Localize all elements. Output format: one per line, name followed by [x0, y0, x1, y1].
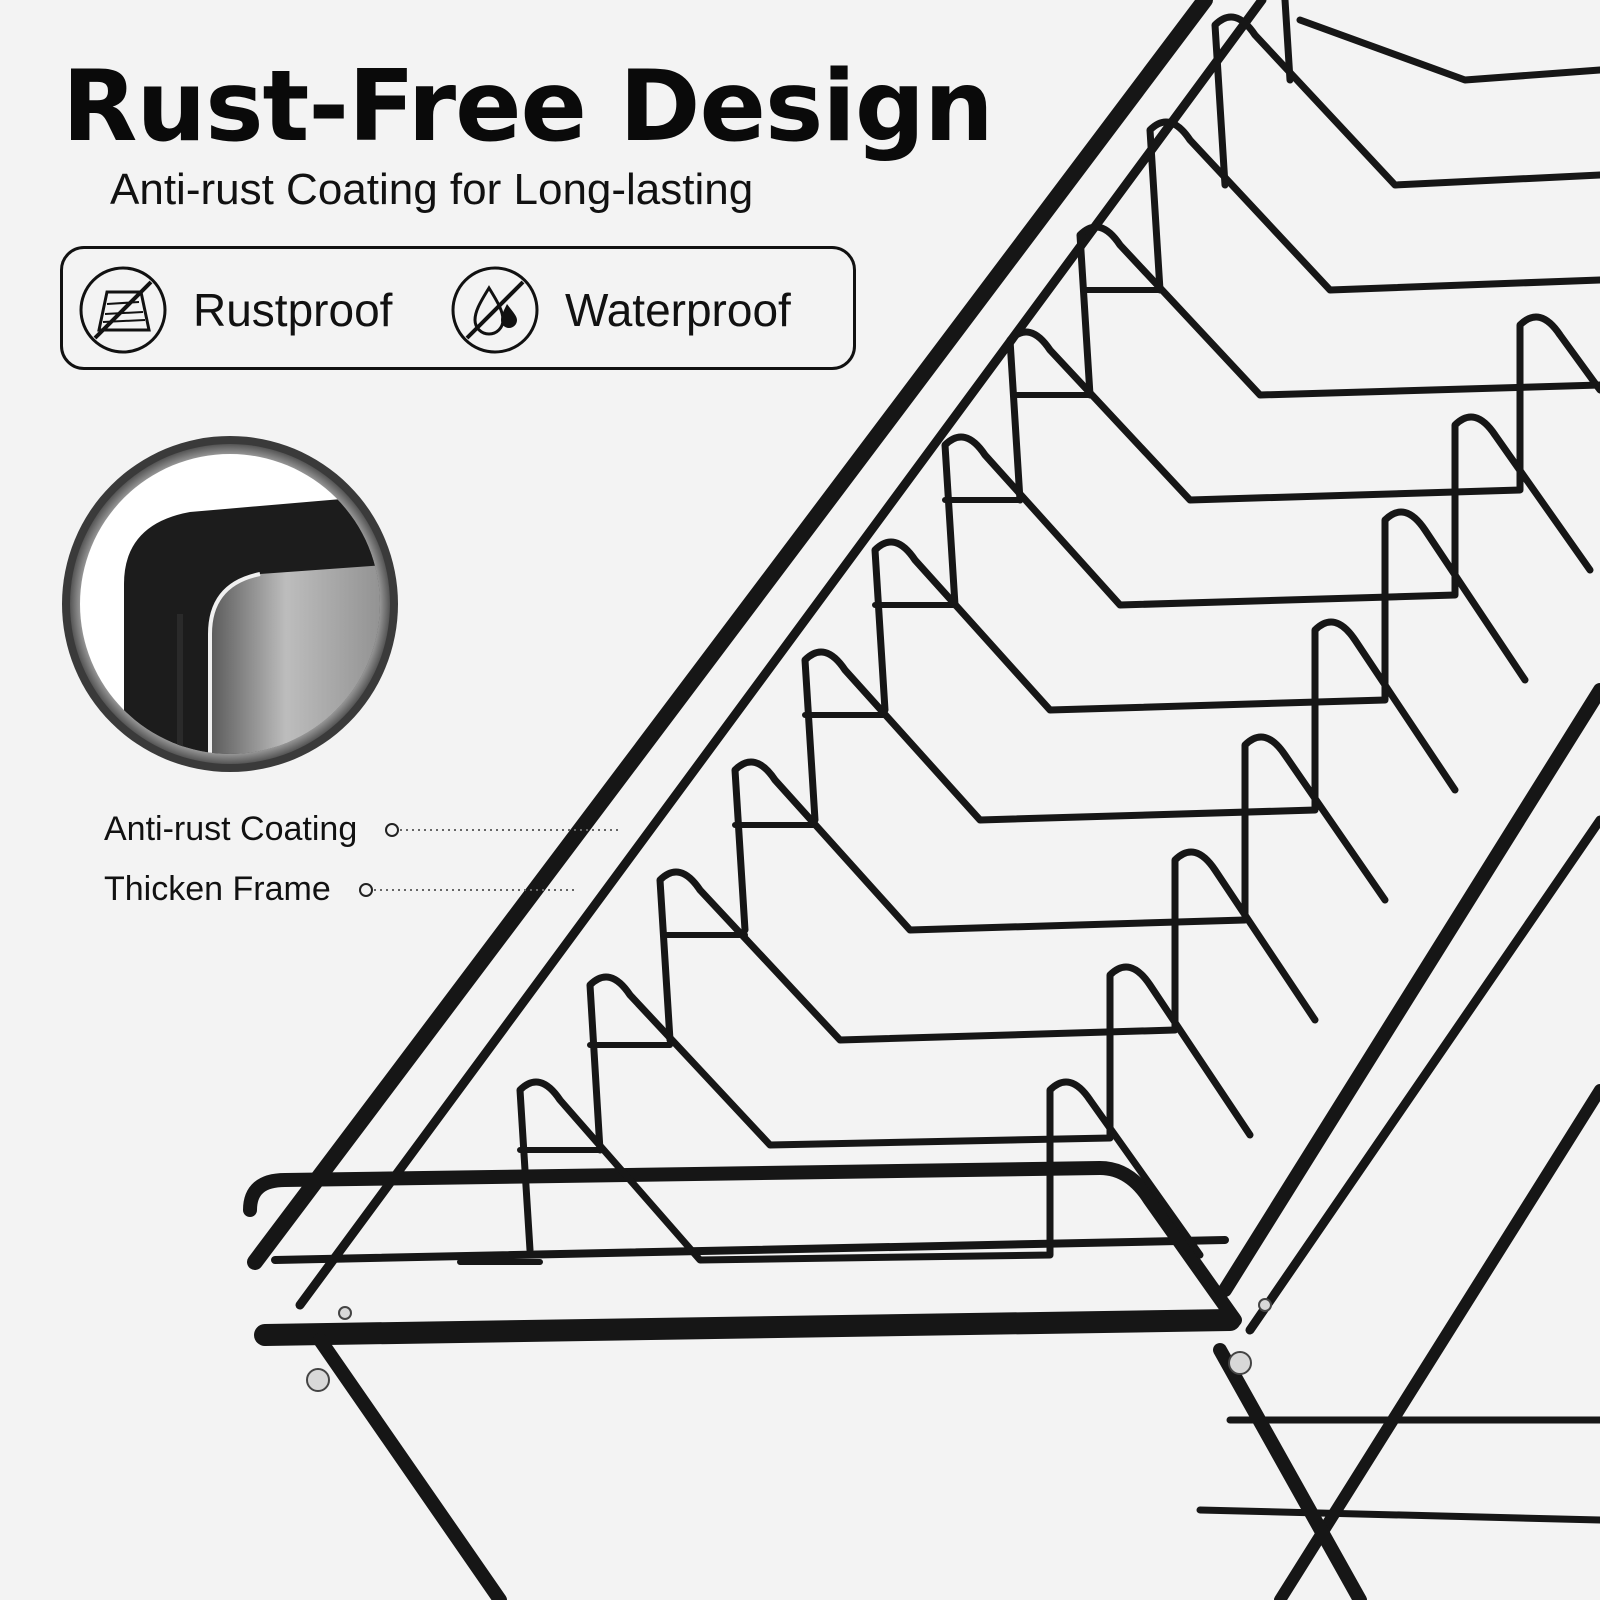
rustproof-icon [79, 266, 167, 354]
feature-waterproof-label: Waterproof [565, 284, 791, 336]
frame-leg-left [313, 1333, 507, 1600]
coating-detail-magnifier [62, 436, 398, 772]
screw-icon [306, 1298, 1272, 1392]
frame-side-rail [247, 0, 1213, 1270]
frame-leg-right [1213, 1343, 1367, 1600]
frame-right-rail [1218, 683, 1600, 1297]
feature-rustproof-label: Rustproof [193, 284, 393, 336]
feature-badges: Rustproof Waterproof [60, 246, 856, 370]
feature-waterproof: Waterproof [449, 265, 791, 355]
page-title: Rust-Free Design [62, 50, 994, 164]
page-subtitle: Anti-rust Coating for Long-lasting [110, 165, 754, 214]
callout-thicken-frame: Thicken Frame [104, 870, 331, 908]
callout-anti-rust-coating: Anti-rust Coating [104, 810, 358, 848]
feature-rustproof: Rustproof [77, 265, 392, 355]
waterproof-icon [451, 266, 539, 354]
frame-front-bar [243, 1161, 1242, 1327]
